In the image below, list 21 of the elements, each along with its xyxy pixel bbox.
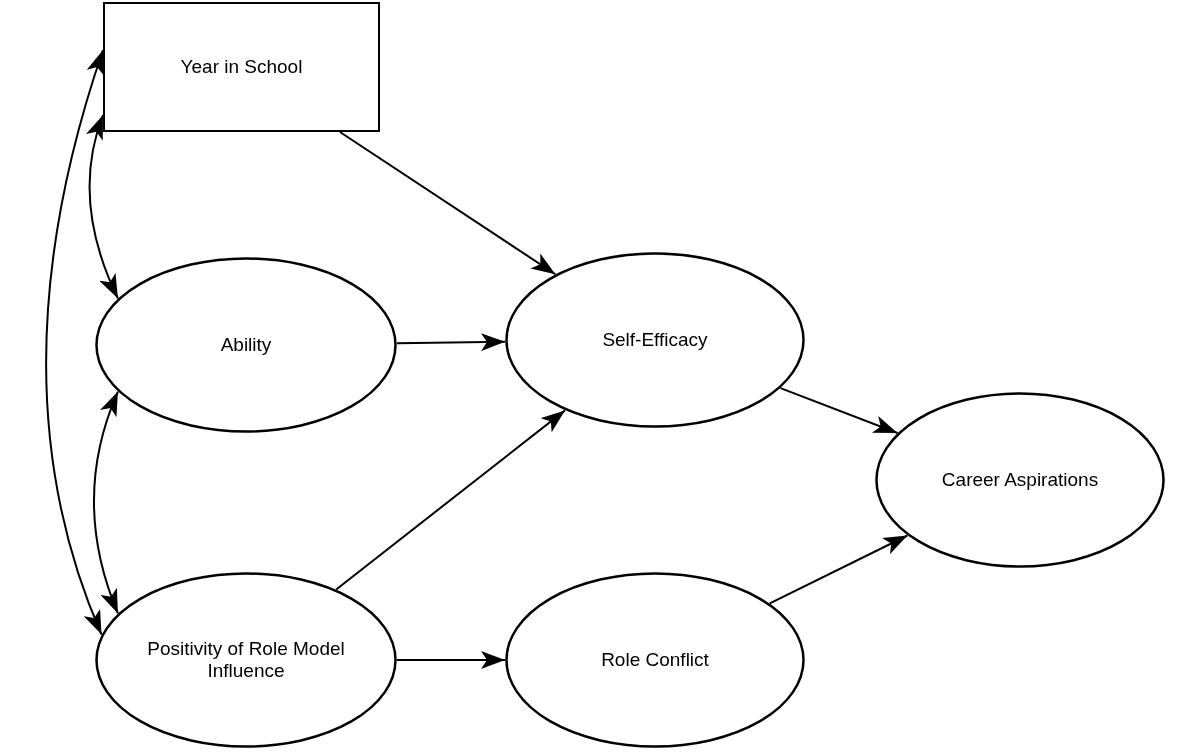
path-arrow — [768, 534, 909, 605]
node-label: Career Aspirations — [940, 469, 1100, 491]
node-label: Year in School — [179, 56, 304, 78]
correlation-arrow — [86, 114, 119, 300]
correlation-arrow — [45, 49, 105, 636]
variable-ellipse — [505, 572, 805, 748]
node-label: Self-Efficacy — [601, 329, 709, 351]
variable-box — [103, 2, 380, 132]
path-arrow — [396, 651, 506, 669]
path-arrow — [335, 409, 566, 591]
variable-ellipse — [505, 252, 805, 428]
node-label: Ability — [219, 334, 273, 356]
path-arrow — [395, 333, 507, 352]
path-arrow — [338, 131, 557, 276]
variable-ellipse — [95, 257, 397, 433]
correlation-arrow — [92, 390, 119, 615]
node-label: Role Conflict — [600, 649, 710, 671]
variable-ellipse — [875, 392, 1165, 568]
path-arrow — [779, 387, 899, 434]
node-label: Positivity of Role Model Influence — [146, 638, 346, 682]
variable-ellipse — [95, 572, 397, 748]
